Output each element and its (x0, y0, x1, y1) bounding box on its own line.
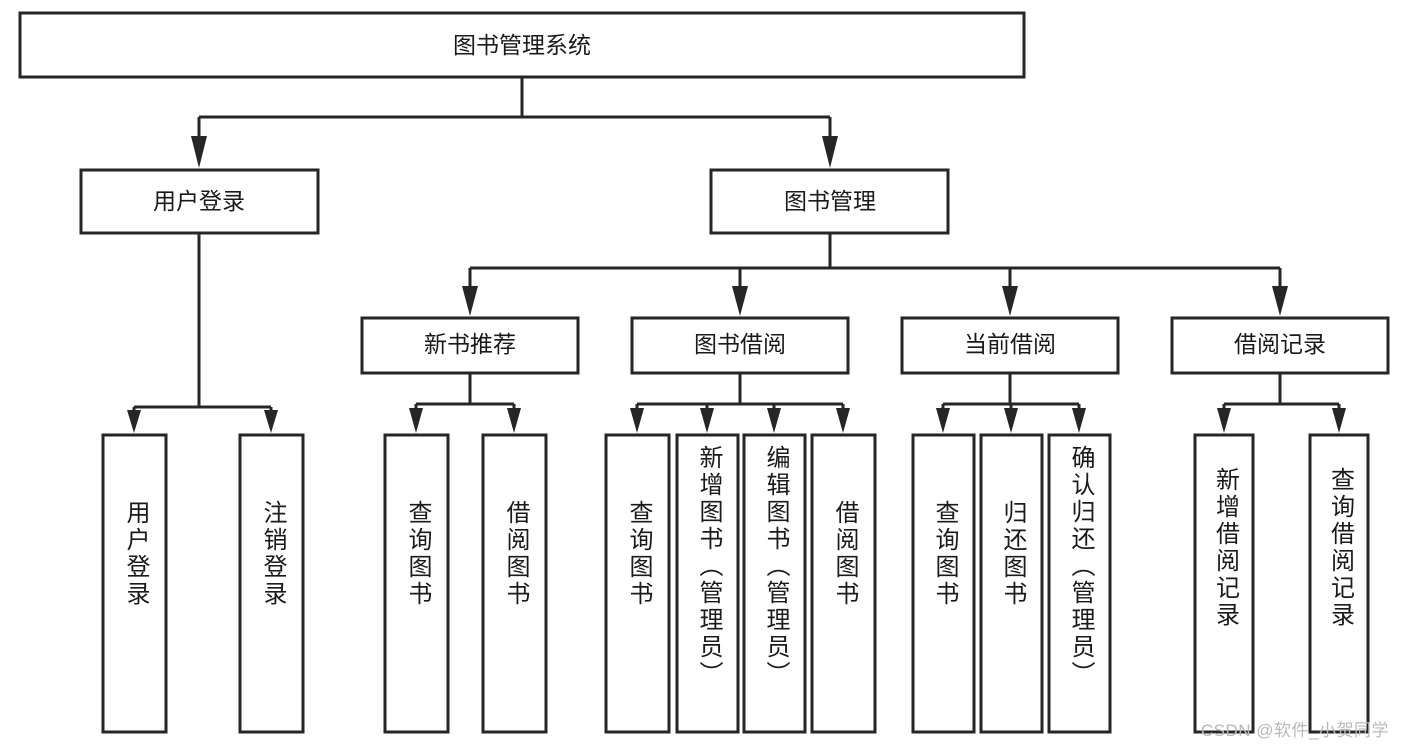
node-current-borrow-label: 当前借阅 (964, 331, 1056, 357)
node-leaf-user-login[interactable] (101, 433, 168, 734)
node-leaf-add-borrow-record[interactable] (1193, 433, 1255, 734)
node-leaf-query-book-rec[interactable] (383, 433, 450, 734)
arrow-head-leaf-edit-book-admin (767, 408, 781, 433)
node-borrow-record[interactable] (1170, 316, 1390, 375)
arrow-head-user-login (191, 136, 207, 168)
node-leaf-add-book-admin[interactable] (675, 433, 740, 734)
arrow-head-current-borrow (1002, 286, 1018, 316)
node-leaf-query-book-borrow[interactable] (604, 433, 671, 734)
node-borrow-record-label: 借阅记录 (1234, 331, 1326, 357)
arrow-head-leaf-borrow-book-rec (507, 408, 521, 433)
node-leaf-return-book[interactable] (979, 433, 1044, 734)
arrow-head-leaf-query-book-borrow (630, 408, 644, 433)
arrow-head-book-manage (822, 136, 838, 168)
connector-layer (127, 77, 1346, 433)
arrow-head-book-borrow (732, 286, 748, 316)
node-user-login[interactable] (79, 168, 320, 235)
node-new-book-rec-label: 新书推荐 (424, 331, 516, 357)
node-book-manage-label: 图书管理 (784, 188, 876, 214)
arrow-head-leaf-query-book-current (936, 408, 950, 433)
node-user-login-label: 用户登录 (153, 188, 245, 214)
node-leaf-query-borrow-record[interactable] (1308, 433, 1370, 734)
arrow-head-leaf-add-book-admin (700, 408, 714, 433)
node-layer: 图书管理系统 用户登录 图书管理 新书推荐 图书借阅 当前借阅 借阅记录 (18, 11, 1390, 734)
arrow-head-leaf-query-book-rec (409, 408, 423, 433)
arrow-head-leaf-confirm-return-admin (1072, 408, 1086, 433)
node-book-borrow[interactable] (630, 316, 850, 375)
node-root-label: 图书管理系统 (453, 32, 591, 58)
node-leaf-confirm-return-admin[interactable] (1047, 433, 1112, 734)
node-book-borrow-label: 图书借阅 (694, 331, 786, 357)
arrow-head-leaf-logout (264, 410, 278, 433)
arrow-head-leaf-return-book (1004, 408, 1018, 433)
node-leaf-logout[interactable] (238, 433, 305, 734)
node-current-borrow[interactable] (900, 316, 1120, 375)
node-book-manage[interactable] (709, 168, 950, 235)
arrow-head-leaf-borrow-book (836, 408, 850, 433)
arrow-head-new-book-rec (462, 286, 478, 316)
node-leaf-borrow-book[interactable] (810, 433, 877, 734)
node-new-book-rec[interactable] (360, 316, 580, 375)
arrow-head-leaf-add-borrow-record (1217, 408, 1231, 433)
node-leaf-query-book-current[interactable] (911, 433, 976, 734)
arrow-head-leaf-user-login (127, 410, 141, 433)
node-leaf-borrow-book-rec[interactable] (481, 433, 548, 734)
node-leaf-edit-book-admin[interactable] (742, 433, 807, 734)
node-root[interactable] (18, 11, 1026, 79)
arrow-head-leaf-query-borrow-record (1332, 408, 1346, 433)
arrow-head-borrow-record (1272, 286, 1288, 316)
